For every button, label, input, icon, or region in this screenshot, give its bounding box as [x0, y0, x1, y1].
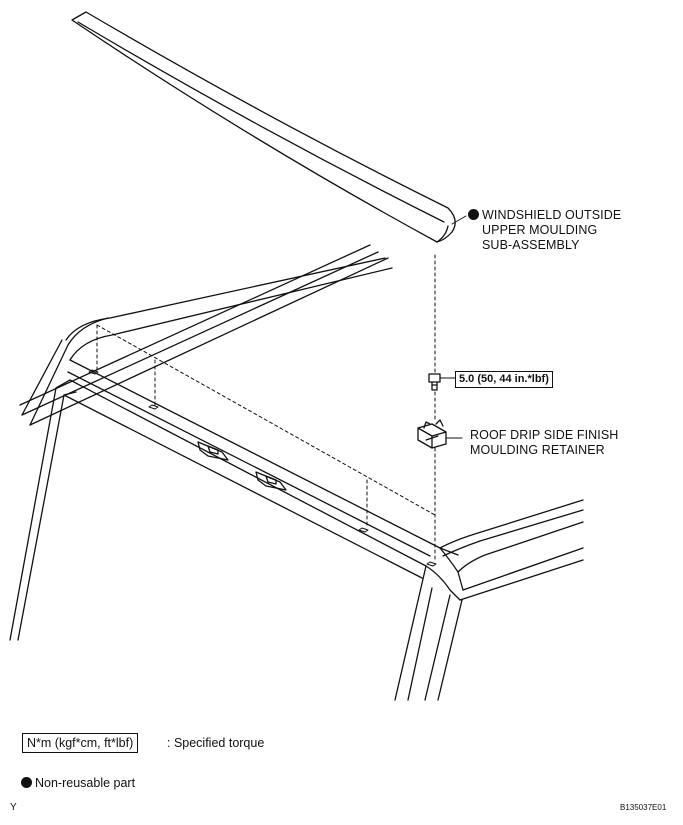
- legend-nonreusable-text: Non-reusable part: [35, 776, 136, 790]
- legend-nonreusable: Non-reusable part: [21, 776, 135, 790]
- moulding-label-line-2: UPPER MOULDING: [482, 223, 598, 237]
- upper-moulding-part: [71, 11, 456, 243]
- retainer-label: ROOF DRIP SIDE FINISH MOULDING RETAINER: [470, 428, 618, 458]
- moulding-label-line-1: WINDSHIELD OUTSIDE: [468, 208, 621, 223]
- non-reusable-legend-dot-icon: [21, 777, 32, 788]
- retainer-part: [417, 419, 447, 449]
- retainer-holes: [88, 369, 437, 567]
- moulding-label-line-3: SUB-ASSEMBLY: [482, 238, 580, 252]
- bolt-part: [428, 373, 441, 391]
- header-clips: [197, 441, 287, 491]
- dashed-guides: [96, 254, 436, 563]
- legend-torque-text: : Specified torque: [167, 736, 265, 750]
- roof-frame: [9, 244, 584, 701]
- moulding-leader-line: [451, 215, 467, 225]
- legend-torque-unit-box: N*m (kgf*cm, ft*lbf): [22, 733, 139, 753]
- retainer-label-line-2: MOULDING RETAINER: [470, 443, 605, 457]
- figure-id: B135037E01: [620, 803, 667, 812]
- torque-value-box: 5.0 (50, 44 in.*lbf): [455, 371, 553, 388]
- non-reusable-dot-icon: [468, 209, 479, 220]
- retainer-label-line-1: ROOF DRIP SIDE FINISH: [470, 428, 619, 442]
- footer-left-mark: Y: [10, 802, 17, 813]
- moulding-label: WINDSHIELD OUTSIDE UPPER MOULDING SUB-AS…: [468, 208, 621, 253]
